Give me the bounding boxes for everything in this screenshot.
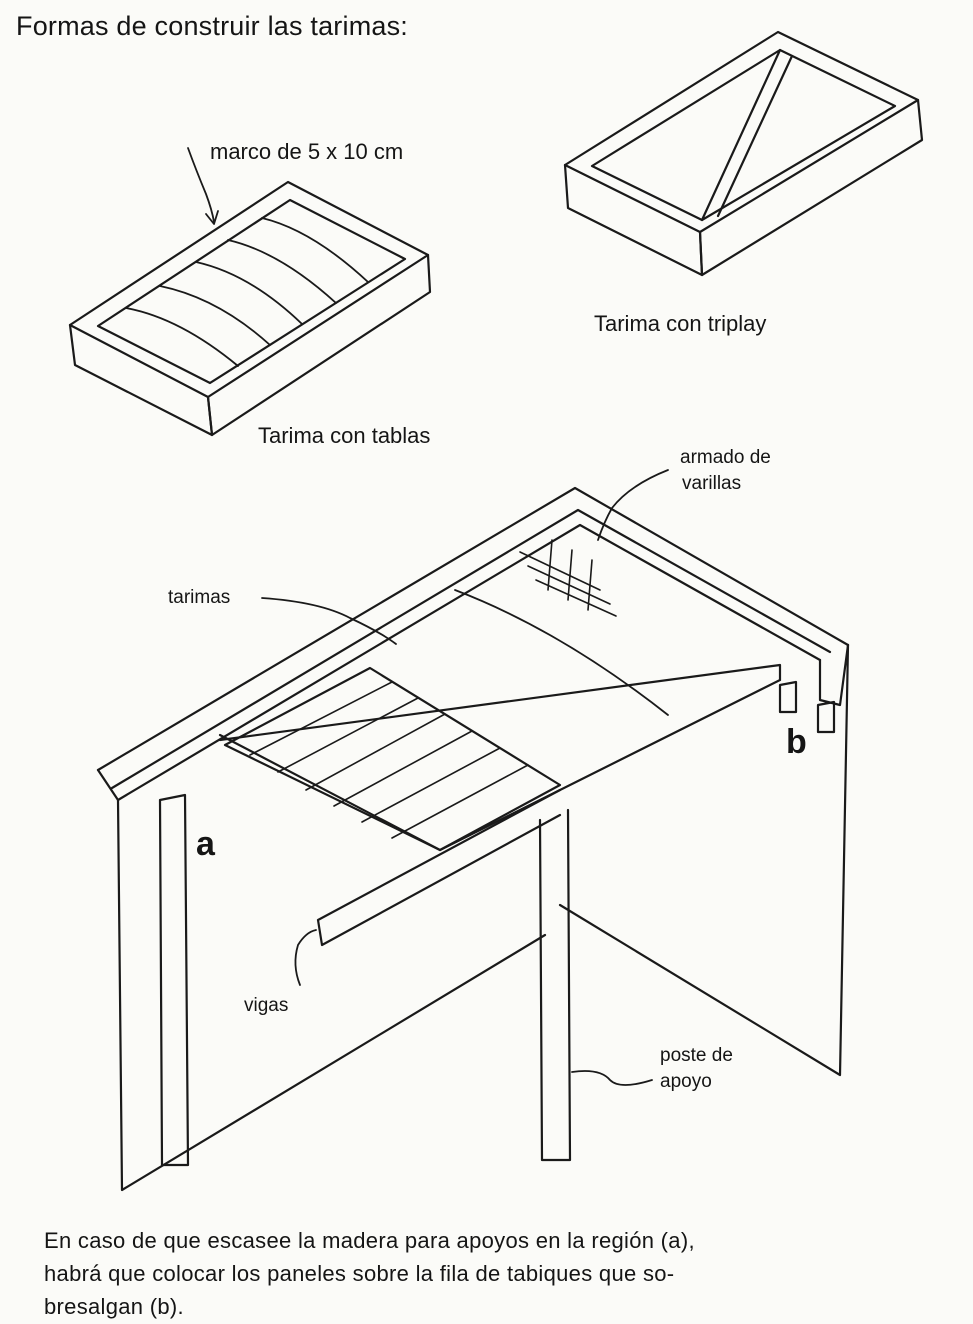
- footnote-line: bresalgan (b).: [44, 1294, 184, 1319]
- tablas-planks: [125, 217, 369, 367]
- plank-line: [391, 764, 529, 839]
- front-beam: [218, 663, 782, 852]
- footnote-line: En caso de que escasee la madera para ap…: [44, 1228, 695, 1253]
- triplay-diagonal-brace: [700, 48, 794, 222]
- marco-label: marco de 5 x 10 cm: [210, 139, 404, 164]
- right-wall: [558, 643, 850, 1077]
- rebar: [547, 539, 593, 611]
- poste-label-line1: poste de: [660, 1045, 733, 1066]
- plank-line: [249, 681, 393, 756]
- tablas-inner-frame: [96, 198, 407, 385]
- plank-line: [305, 713, 446, 791]
- vigas-label: vigas: [244, 995, 289, 1016]
- tablas-front-face: [68, 323, 214, 437]
- plank-line: [261, 217, 369, 283]
- top-beam-end: [818, 643, 850, 707]
- region-b-marker: b: [786, 723, 807, 761]
- tablas-outer-frame: [68, 180, 430, 399]
- tarimas-arrow: [261, 597, 397, 645]
- rebar-grid: [519, 539, 617, 617]
- top-beam: [96, 486, 850, 802]
- plank-line: [195, 261, 303, 325]
- tarima-triplay-caption: Tarima con triplay: [594, 311, 767, 336]
- footnote-line: habrá que colocar los paneles sobre la f…: [44, 1261, 675, 1286]
- floor-plank-deck: [223, 666, 562, 852]
- tarima-triplay-drawing: [563, 30, 924, 277]
- plank-line: [333, 730, 473, 807]
- armado-arrow: [597, 469, 669, 541]
- region-a-marker: a: [196, 825, 215, 863]
- plywood-panel: [454, 589, 669, 716]
- poste-arrow: [571, 1070, 653, 1086]
- vigas-arrow: [294, 929, 317, 986]
- marco-arrowhead: [205, 210, 219, 225]
- side-beam: [316, 788, 562, 947]
- plank-line: [277, 697, 419, 773]
- triplay-inner-frame: [590, 48, 897, 222]
- armado-label-line2: varillas: [682, 473, 742, 494]
- main-structure-drawing: [96, 469, 850, 1192]
- poste-label-line2: apoyo: [660, 1071, 712, 1092]
- plank-line: [159, 285, 271, 346]
- armado-label-line1: armado de: [680, 447, 771, 468]
- plank-line: [227, 239, 337, 304]
- tarima-tablas-caption: Tarima con tablas: [258, 423, 431, 448]
- marco-arrow: [187, 147, 215, 223]
- footnote-paragraph: En caso de que escasee la madera para ap…: [44, 1224, 864, 1323]
- left-wall: [96, 768, 547, 1192]
- tarima-tablas-drawing: [68, 147, 432, 437]
- triplay-right-face: [698, 98, 924, 277]
- triplay-front-face: [563, 163, 704, 277]
- page-title: Formas de construir las tarimas:: [16, 11, 409, 41]
- plank-line: [361, 747, 501, 823]
- deck-planks: [249, 681, 529, 839]
- rebar: [519, 551, 617, 617]
- center-post: [538, 808, 572, 1162]
- plank-line: [125, 307, 239, 367]
- support-block: [778, 680, 836, 734]
- tablas-right-face: [206, 253, 432, 437]
- left-post: [158, 793, 190, 1167]
- tarimas-label: tarimas: [168, 587, 231, 608]
